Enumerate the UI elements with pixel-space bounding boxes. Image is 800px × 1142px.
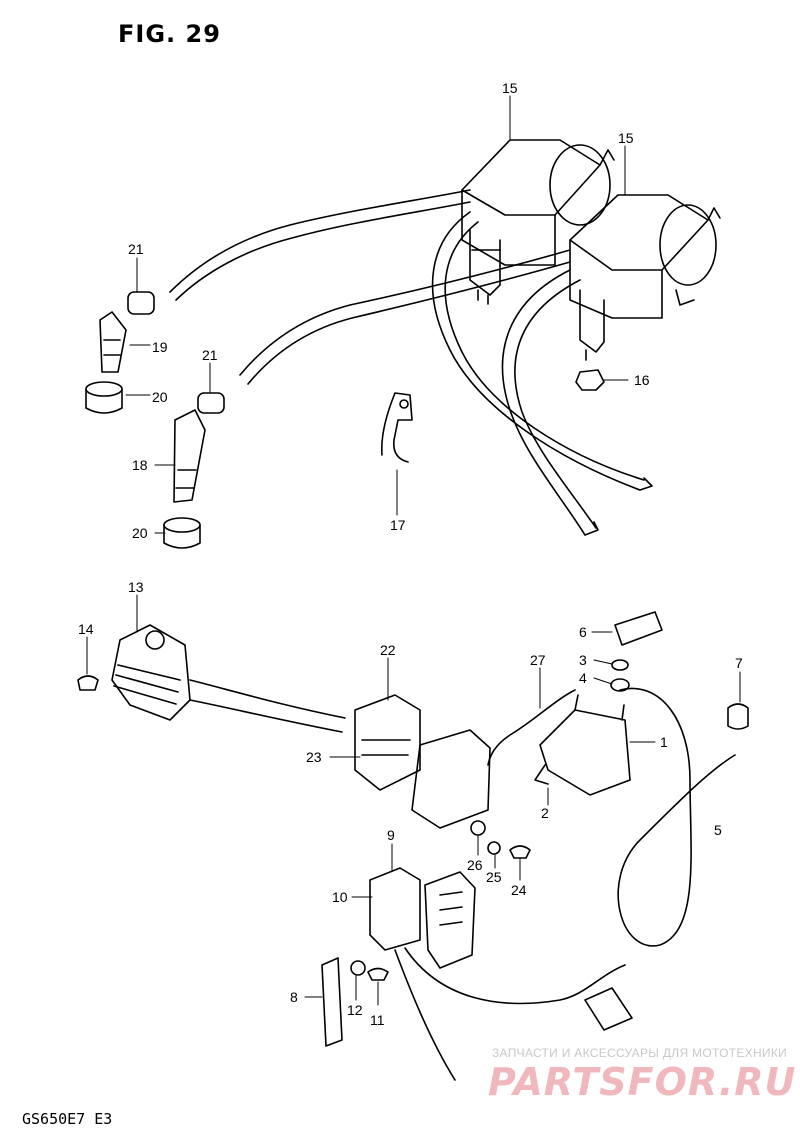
callout-10: 10 [332, 889, 348, 905]
ht-lead-end-1 [639, 477, 653, 491]
callout-24: 24 [511, 882, 527, 898]
callout-4: 4 [579, 670, 587, 686]
starter-relay [534, 694, 631, 796]
callout-21b: 21 [202, 347, 218, 363]
leader-lines [86, 95, 741, 1006]
plug-cap-upper [99, 311, 127, 373]
callout-3: 3 [579, 652, 587, 668]
screw-24 [509, 845, 531, 859]
callout-2: 2 [541, 805, 549, 821]
callout-14: 14 [78, 621, 94, 637]
callout-9: 9 [387, 827, 395, 843]
callout-15a: 15 [502, 80, 518, 96]
ht-lead-end-2 [584, 521, 599, 536]
callout-19: 19 [152, 339, 168, 355]
screw-14 [77, 675, 99, 691]
washer-3 [611, 659, 629, 671]
ignition-coil-rear [569, 194, 721, 361]
callout-8: 8 [290, 989, 298, 1005]
model-code: GS650E7 E3 [22, 1110, 113, 1128]
callout-26: 26 [467, 857, 483, 873]
washer-12 [350, 960, 366, 976]
callout-6: 6 [579, 624, 587, 640]
signal-generator [111, 624, 346, 733]
cap-6 [614, 611, 663, 646]
watermark-tagline: ЗАПЧАСТИ И АКСЕССУАРЫ ДЛЯ МОТОТЕХНИКИ [492, 1046, 788, 1060]
callout-12: 12 [347, 1002, 363, 1018]
callout-21a: 21 [128, 241, 144, 257]
ht-lead-upper [169, 189, 471, 301]
ht-lead-long-1 [431, 211, 645, 491]
callout-7: 7 [735, 655, 743, 671]
callout-18: 18 [132, 457, 148, 473]
callout-27: 27 [530, 652, 546, 668]
figure-title: FIG. 29 [118, 20, 221, 48]
connector-21-upper [127, 291, 155, 315]
connector-21-lower [197, 392, 225, 414]
nut-16 [575, 369, 605, 391]
cap-7 [727, 703, 749, 730]
washer-25 [487, 841, 501, 855]
watermark-logo: PARTSFOR.RU [488, 1060, 797, 1104]
callout-17: 17 [390, 517, 406, 533]
callout-16: 16 [634, 372, 650, 388]
igniter-unit [354, 694, 491, 829]
ht-lead-lower [239, 249, 571, 385]
callout-23: 23 [306, 749, 322, 765]
callout-5: 5 [714, 822, 722, 838]
wire-harness-lower [394, 947, 626, 1081]
callout-20b: 20 [132, 525, 148, 541]
callout-11: 11 [370, 1012, 385, 1028]
bracket-8 [321, 957, 343, 1047]
battery-lead-5 [617, 687, 736, 947]
washer-4 [610, 678, 630, 692]
callout-22: 22 [380, 642, 396, 658]
plug-cap-lower [173, 409, 206, 503]
cover-20-lower [163, 517, 201, 549]
callout-20a: 20 [152, 389, 168, 405]
callout-25: 25 [486, 869, 502, 885]
ignition-coil-front [461, 139, 615, 305]
cover-20-upper [85, 381, 123, 414]
lead-wire-27 [487, 689, 576, 766]
washer-26 [470, 820, 486, 836]
ht-lead-long-2 [501, 269, 597, 536]
callout-1: 1 [660, 734, 668, 750]
lead-clamp [380, 392, 413, 463]
screw-11 [367, 967, 389, 981]
callout-labels: 15 15 21 19 20 21 18 20 17 16 13 14 22 2… [78, 80, 743, 1028]
fuse-box [369, 867, 476, 969]
callout-15b: 15 [618, 130, 634, 146]
callout-13: 13 [128, 579, 144, 595]
connector-lower [584, 987, 633, 1031]
